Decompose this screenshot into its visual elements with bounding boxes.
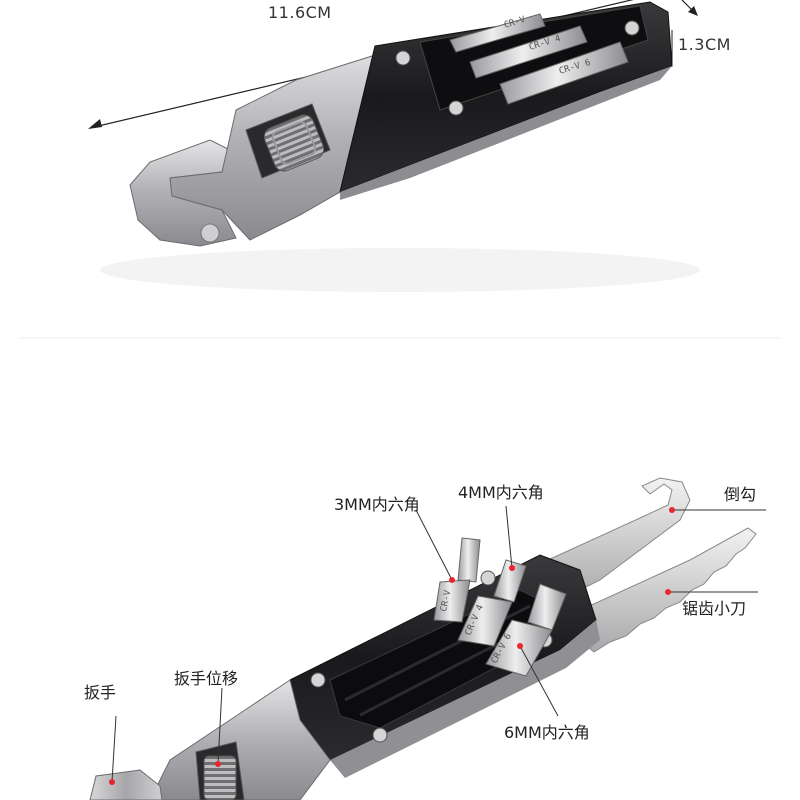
callout-dot-saw xyxy=(665,589,671,595)
top-screw-1 xyxy=(395,50,411,66)
callout-dot-adjust xyxy=(215,761,221,767)
callout-lines xyxy=(111,505,766,783)
bottom-wrench-body xyxy=(149,679,331,800)
bottom-bit-3mm: CR-V xyxy=(433,537,481,623)
bottom-product-photo: CR-V CR-V 4 CR-V 6 xyxy=(84,477,766,800)
top-bit-1: CR-V xyxy=(449,13,546,53)
thickness-label: 1.3CM xyxy=(678,35,731,54)
top-head-pivot xyxy=(200,223,220,243)
callout-saw-label: 锯齿小刀 xyxy=(682,599,746,618)
bottom-screw-2 xyxy=(310,672,326,688)
top-screw-2 xyxy=(624,20,640,36)
callout-dot-hex4 xyxy=(509,565,515,571)
callout-hex4-label: 4MM内六角 xyxy=(458,483,544,502)
callout-dot-hex3 xyxy=(449,577,455,583)
hook-blade xyxy=(547,477,691,601)
callout-dot-hex6 xyxy=(517,643,523,649)
callout-line-hex6 xyxy=(519,645,559,717)
top-shadow xyxy=(100,248,700,292)
top-screw-3 xyxy=(448,100,464,116)
thickness-dimension-arrow xyxy=(671,0,698,66)
svg-text:CR-V: CR-V xyxy=(439,589,453,613)
callout-dot-wrench xyxy=(109,779,115,785)
top-product-photo: CR-V CR-V 4 CR-V 6 11.6CM 1.3CM xyxy=(88,0,731,292)
callout-hex3-label: 3MM内六角 xyxy=(334,495,420,514)
bottom-wrench-jaw xyxy=(89,769,163,800)
bottom-screw-1 xyxy=(480,570,496,586)
callout-line-hex3 xyxy=(415,509,453,581)
bottom-black-rail xyxy=(330,620,600,778)
callout-hook-label: 倒勾 xyxy=(724,485,756,504)
length-label: 11.6CM xyxy=(268,3,332,22)
top-bit-3: CR-V 6 xyxy=(499,41,629,105)
bottom-adjust-screw xyxy=(203,755,237,800)
callout-line-adjust xyxy=(217,687,223,765)
top-adjust-screw xyxy=(263,114,325,172)
callout-adjust-label: 扳手位移 xyxy=(174,669,238,688)
bottom-screw-4 xyxy=(372,727,388,743)
callout-dots xyxy=(109,507,675,785)
bottom-bit-4mm: CR-V 4 xyxy=(457,559,527,647)
callout-hex6-label: 6MM内六角 xyxy=(504,723,590,742)
callout-line-hex4 xyxy=(505,505,513,569)
callout-wrench-label: 扳手 xyxy=(84,683,116,702)
callout-line-wrench xyxy=(111,715,117,783)
top-black-lower-rail xyxy=(340,66,672,200)
callout-dot-hook xyxy=(669,507,675,513)
